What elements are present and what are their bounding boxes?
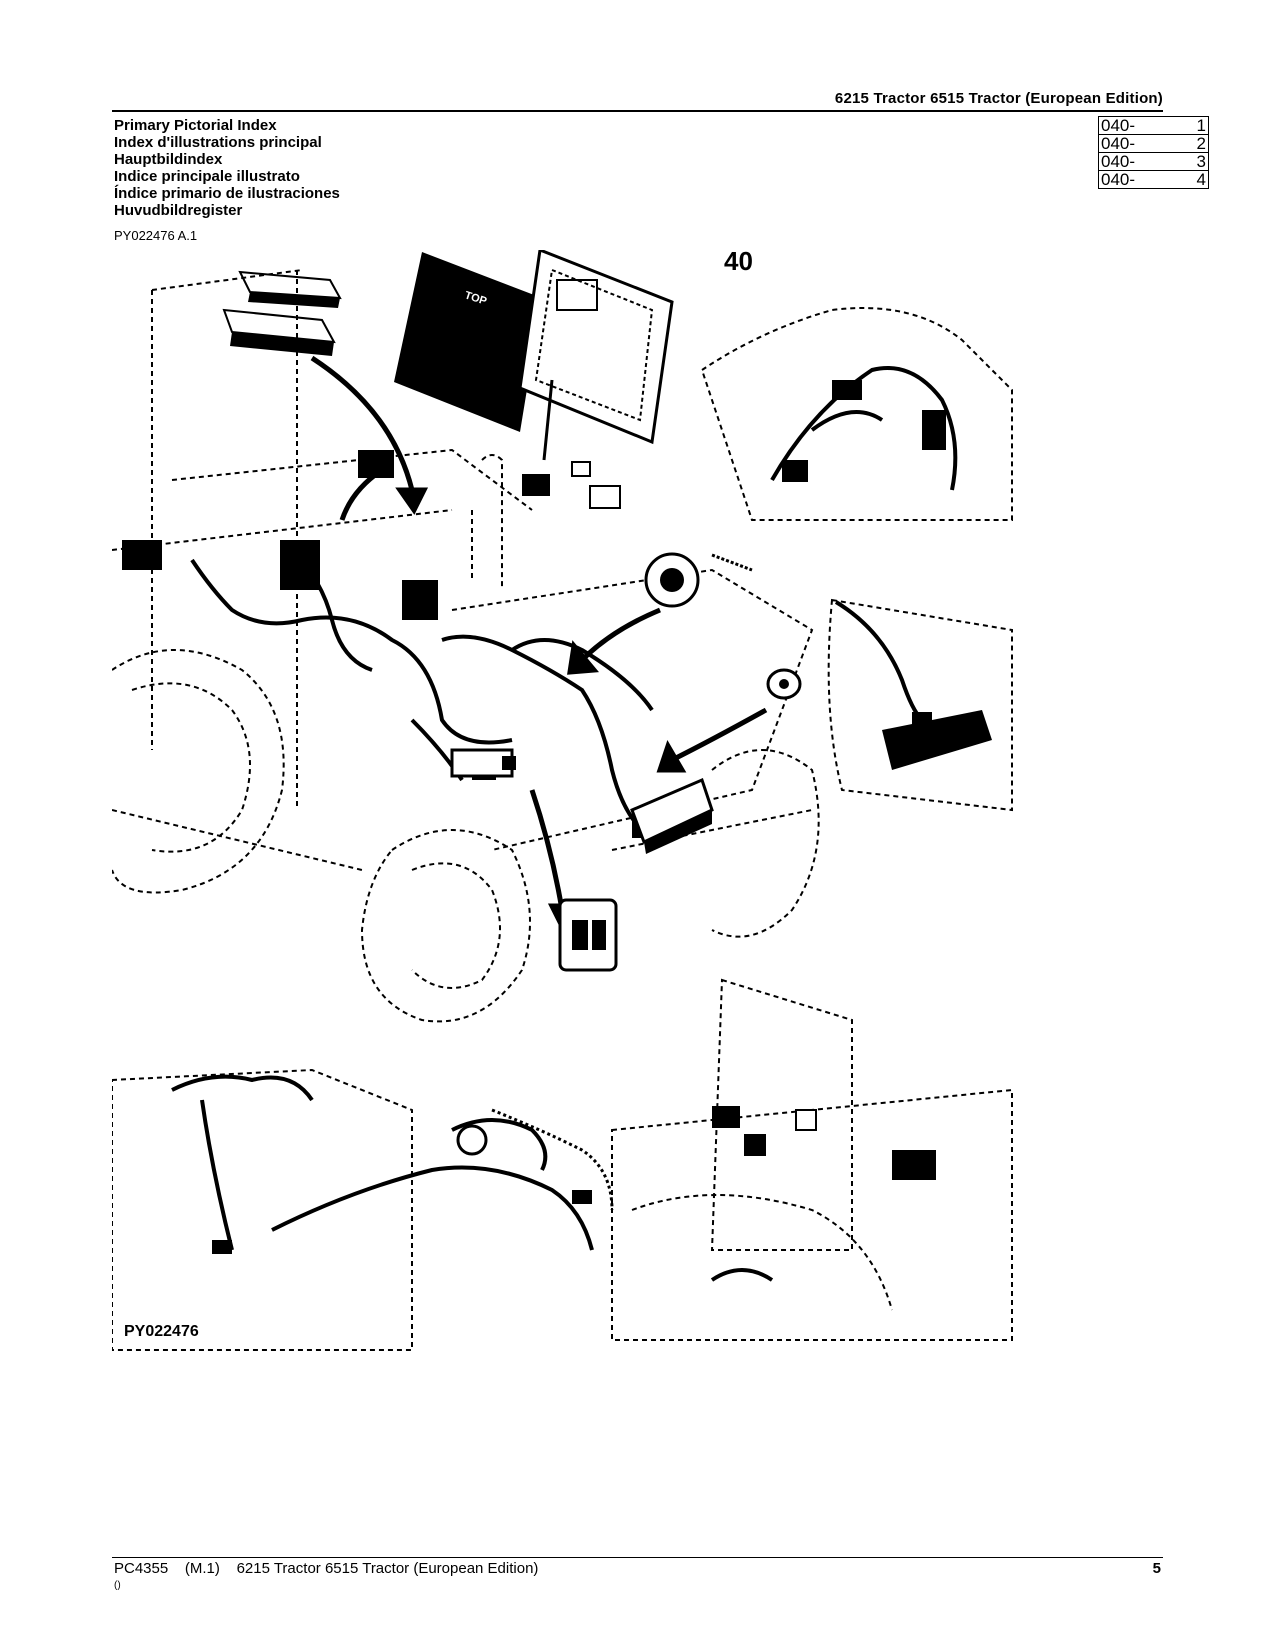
header-rule [112, 110, 1163, 112]
code-number-cell[interactable]: 1 [1163, 116, 1209, 135]
table-row: 040- 4 [1098, 170, 1209, 189]
footer-revision: (M.1) [184, 1560, 220, 1577]
table-row: 040- 3 [1098, 152, 1209, 171]
footer-rule [112, 1557, 1163, 1558]
ecu-module-small[interactable] [222, 270, 342, 356]
page-header-title: 6215 Tractor 6515 Tractor (European Edit… [834, 90, 1163, 107]
code-number-cell[interactable]: 3 [1163, 152, 1209, 171]
callout-arrows [310, 355, 768, 932]
starter-motor[interactable] [450, 748, 516, 778]
footer-sub: () [114, 1580, 121, 1591]
horn[interactable] [766, 668, 802, 700]
footer-doc-code: PC4355 [114, 1560, 169, 1577]
footer-doc-info: PC4355 (M.1) 6215 Tractor 6515 Tractor (… [114, 1560, 538, 1577]
cab-harness-detail [611, 978, 1013, 1341]
table-row: 040- 1 [1098, 116, 1209, 135]
index-title-sv: Huvudbildregister [114, 202, 243, 219]
index-title-it: Indice principale illustrato [114, 168, 300, 185]
engine-harness-detail [700, 307, 1013, 521]
code-number-cell[interactable]: 4 [1163, 170, 1209, 189]
footer-doc-title: 6215 Tractor 6515 Tractor (European Edit… [236, 1560, 539, 1577]
index-title-es: Índice primario de ilustraciones [114, 185, 340, 202]
code-number-cell[interactable]: 2 [1163, 134, 1209, 153]
reference-code-table: 040- 1 040- 2 040- 3 040- 4 [1098, 116, 1209, 189]
code-cell[interactable]: 040- [1098, 116, 1163, 135]
code-cell[interactable]: 040- [1098, 134, 1163, 153]
battery[interactable] [630, 777, 714, 854]
index-title-block: Primary Pictorial Index Index d'illustra… [114, 117, 340, 219]
index-title-en: Primary Pictorial Index [114, 117, 277, 134]
table-row: 040- 2 [1098, 134, 1209, 153]
ecu-module-large[interactable]: TOP [394, 250, 674, 461]
pictorial-illustration: 40 TOP [112, 250, 1013, 1351]
fuse-relay-box[interactable] [558, 898, 618, 972]
index-title-fr: Index d'illustrations principal [114, 134, 322, 151]
index-title-de: Hauptbildindex [114, 151, 223, 168]
page-number: 5 [1152, 1560, 1161, 1577]
figure-image-id: PY022476 [124, 1323, 199, 1340]
code-cell[interactable]: 040- [1098, 170, 1163, 189]
group-number: 40 [724, 250, 753, 276]
wiring-harness-main[interactable] [190, 548, 654, 832]
light-harness-detail [827, 598, 1013, 812]
rear-harness-detail: PY022476 [112, 1068, 614, 1351]
figure-reference: PY022476 A.1 [114, 228, 198, 243]
relay-connectors[interactable] [522, 461, 621, 509]
alternator[interactable] [644, 552, 753, 608]
code-cell[interactable]: 040- [1098, 152, 1163, 171]
